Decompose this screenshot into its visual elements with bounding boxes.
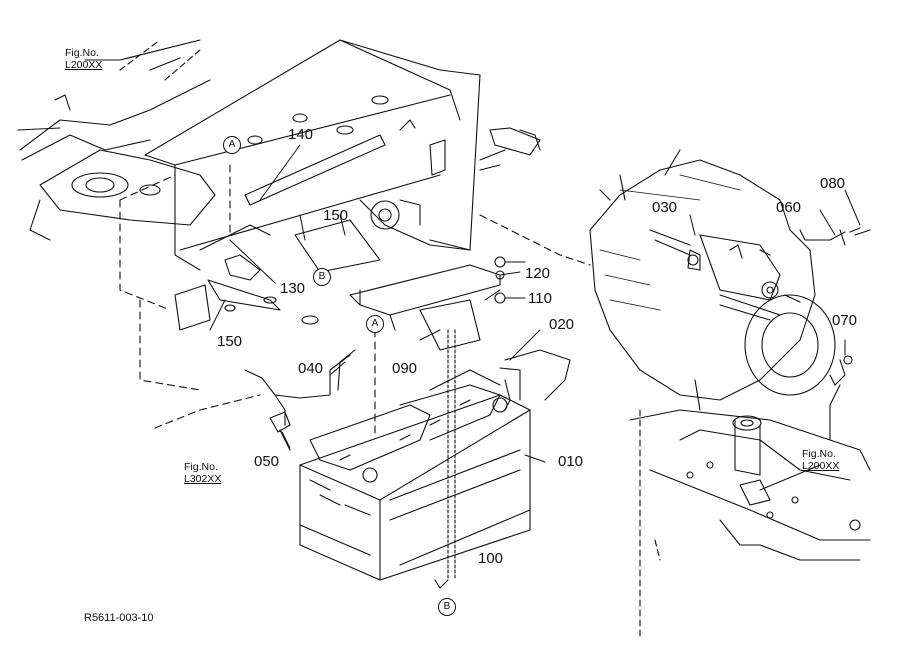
fig-ref-top-left-line2: L200XX — [65, 59, 103, 71]
battery-clamp-bracket — [349, 199, 526, 351]
marker-b-bottom: B — [438, 598, 456, 616]
callout-090: 090 — [392, 360, 418, 377]
fig-ref-bottom-left: Fig.No. L302XX — [184, 461, 221, 485]
callout-100: 100 — [478, 550, 504, 567]
fig-ref-bottom-left-line2: L302XX — [184, 473, 222, 485]
fig-ref-top-left-line1: Fig.No. — [65, 47, 99, 59]
callout-080: 080 — [820, 175, 846, 192]
callout-120: 120 — [525, 265, 551, 282]
fig-ref-right-line1: Fig.No. — [802, 448, 836, 460]
chassis-frame-right — [629, 379, 871, 641]
chassis-frame-left — [17, 39, 216, 241]
diagram-code: R5611-003-10 — [84, 612, 154, 624]
callout-050: 050 — [254, 453, 280, 470]
fig-ref-bottom-left-line1: Fig.No. — [184, 461, 218, 473]
callout-010: 010 — [558, 453, 584, 470]
callout-070: 070 — [832, 312, 858, 329]
battery-cables — [244, 329, 571, 589]
marker-a-middle: A — [366, 315, 384, 333]
callout-060: 060 — [776, 199, 802, 216]
engine-detail-lines — [599, 174, 741, 311]
callout-150-lower: 150 — [217, 333, 243, 350]
dashed-references — [154, 164, 591, 436]
marker-a-top: A — [223, 136, 241, 154]
fig-ref-right: Fig.No. L200XX — [802, 448, 839, 472]
engine-starter — [589, 149, 871, 441]
fig-ref-right-line2: L200XX — [802, 460, 840, 472]
fig-ref-top-left: Fig.No. L200XX — [65, 47, 102, 71]
callout-140: 140 — [288, 126, 314, 143]
callout-110: 110 — [528, 290, 552, 307]
leader-lines — [209, 144, 861, 491]
bolt-050 — [269, 411, 291, 451]
battery-tray-panel — [119, 39, 541, 391]
marker-b-top: B — [313, 268, 331, 286]
battery — [299, 369, 531, 581]
callout-130: 130 — [280, 280, 306, 297]
callout-150-upper: 150 — [323, 207, 349, 224]
callout-040: 040 — [298, 360, 324, 377]
callout-030: 030 — [652, 199, 678, 216]
callout-020: 020 — [549, 316, 575, 333]
